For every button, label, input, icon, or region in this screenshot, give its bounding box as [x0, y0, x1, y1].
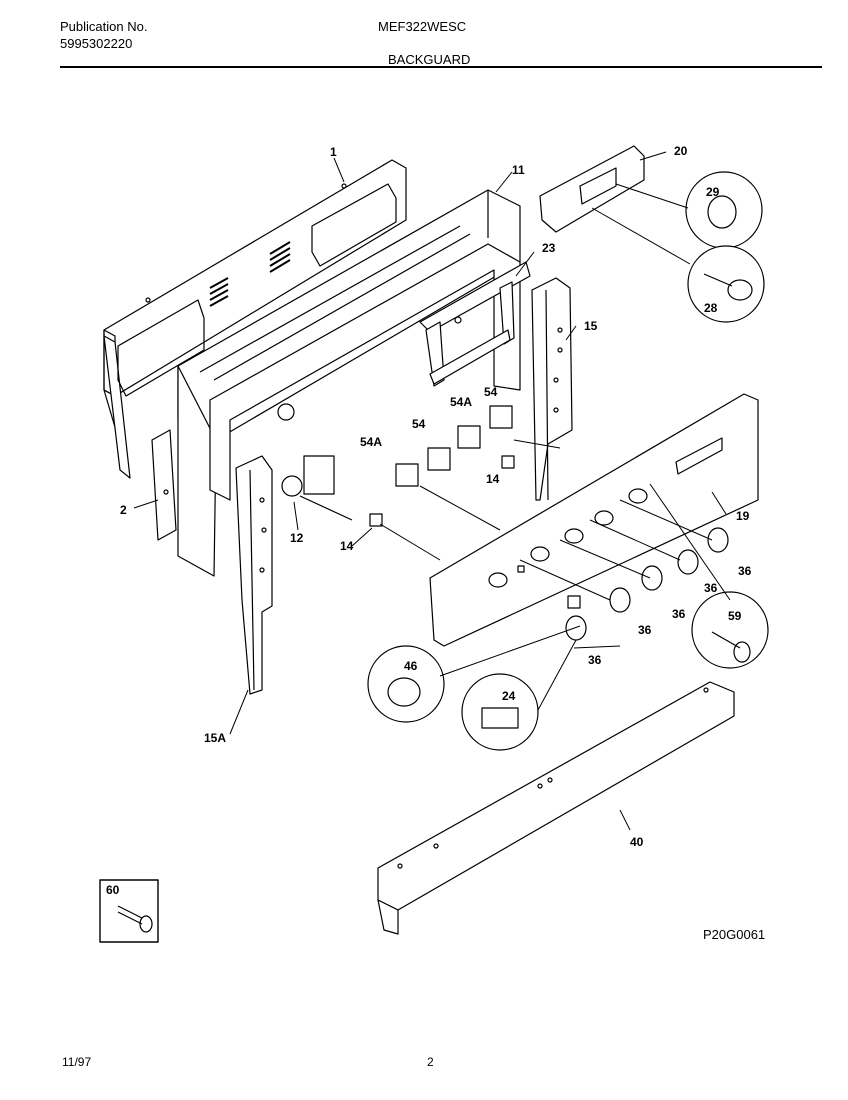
callout-19: 19	[736, 509, 750, 523]
callout-36-2: 36	[704, 581, 718, 595]
callout-29: 29	[706, 185, 720, 199]
callout-23: 23	[542, 241, 556, 255]
callout-28: 28	[704, 301, 718, 315]
callout-12: 12	[290, 531, 304, 545]
callout-46: 46	[404, 659, 418, 673]
callout-60: 60	[106, 883, 120, 897]
section-title: BACKGUARD	[388, 52, 471, 67]
bracket-frame-part	[419, 261, 531, 387]
callout-54a-top: 54A	[450, 395, 472, 409]
front-trim-panel-part	[377, 681, 735, 935]
rear-panel-part	[103, 159, 407, 479]
switch-blocks-part	[369, 405, 515, 527]
callout-36-3: 36	[672, 607, 686, 621]
callout-36-1: 36	[738, 564, 752, 578]
screw-inset-part	[99, 879, 159, 943]
callout-11: 11	[512, 163, 525, 177]
leader-lines	[133, 151, 731, 831]
figure-id: P20G0061	[703, 927, 766, 942]
backguard-shell-part	[177, 189, 521, 577]
left-side-rail-part	[235, 455, 273, 695]
callout-2: 2	[120, 503, 127, 517]
callout-59: 59	[728, 609, 742, 623]
clock-timer-part	[539, 145, 645, 233]
header-rule	[60, 66, 822, 68]
callout-36-4: 36	[638, 623, 652, 637]
page-number: 2	[427, 1055, 434, 1069]
callout-14: 14	[340, 539, 354, 553]
footer-date: 11/97	[62, 1055, 92, 1069]
left-bracket-part	[151, 429, 177, 541]
control-panel-part	[429, 393, 759, 647]
callout-54: 54	[412, 417, 426, 431]
detail-circles	[367, 171, 769, 751]
publication-label: Publication No.	[60, 19, 148, 34]
callout-15a: 15A	[204, 731, 226, 745]
publication-number: 5995302220	[60, 36, 133, 51]
callout-14-right: 14	[486, 472, 500, 486]
callout-15: 15	[584, 319, 598, 333]
callout-54-top: 54	[484, 385, 498, 399]
right-side-rail-part	[531, 277, 573, 501]
model-number: MEF322WESC	[378, 19, 467, 34]
callout-36-5: 36	[588, 653, 602, 667]
callout-24: 24	[502, 689, 516, 703]
infinite-switch-part	[281, 455, 353, 521]
callout-20: 20	[674, 144, 688, 158]
callout-1: 1	[330, 145, 337, 159]
callout-40: 40	[630, 835, 644, 849]
callout-54a: 54A	[360, 435, 382, 449]
control-knobs-part	[565, 527, 729, 641]
